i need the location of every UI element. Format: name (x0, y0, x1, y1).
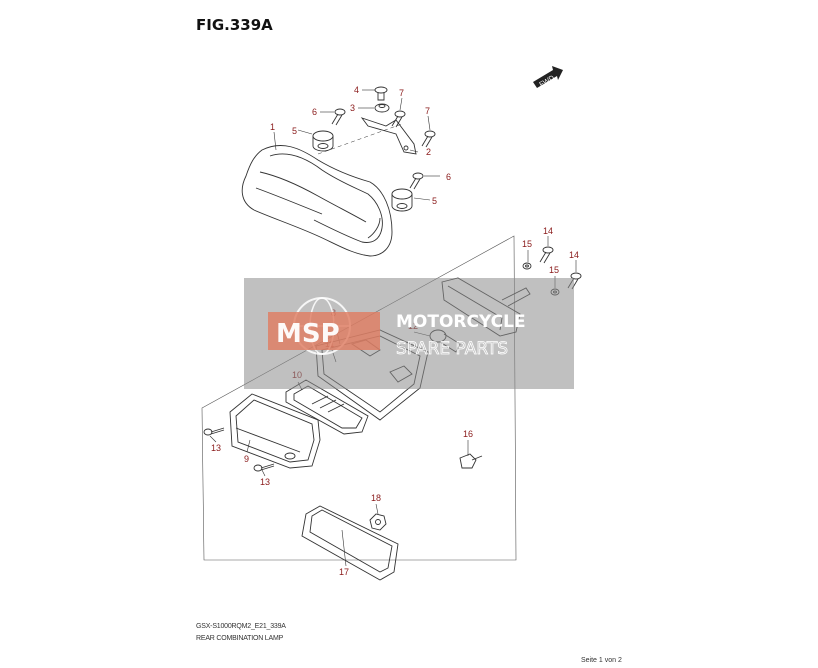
part-label-13b: 13 (260, 477, 270, 487)
part-label-17: 17 (339, 567, 349, 577)
diagram-name: REAR COMBINATION LAMP (196, 635, 284, 642)
part-label-5a: 5 (292, 126, 297, 136)
screw-6-lower (409, 172, 424, 190)
part-label-5b: 5 (432, 196, 437, 206)
part-label-16: 16 (463, 429, 473, 439)
grommet-upper (312, 130, 334, 152)
mounting-bracket (360, 117, 417, 155)
part-label-1: 1 (270, 122, 275, 132)
watermark-line2: SPARE PARTS (396, 339, 508, 359)
part-label-7b: 7 (425, 106, 430, 116)
part-label-13a: 13 (211, 443, 221, 453)
part-label-6b: 6 (446, 172, 451, 182)
screw-14-upper (539, 246, 554, 264)
screw-13-upper (203, 427, 225, 436)
fwd-direction-arrow: FWD (533, 66, 563, 89)
part-label-14a: 14 (543, 226, 553, 236)
figure-title: FIG.339A (196, 16, 273, 34)
watermark-line1: MOTORCYCLE (396, 312, 526, 332)
part-label-15a: 15 (522, 239, 532, 249)
washer-15-upper (522, 262, 532, 270)
part-label-9: 9 (244, 454, 249, 464)
fwd-label: FWD (538, 75, 555, 89)
watermark: MSP MOTORCYCLE SPARE PARTS (244, 278, 574, 389)
screw-6-upper (331, 108, 346, 126)
part-label-14b: 14 (569, 250, 579, 260)
model-code: GSX-S1000RQM2_E21_339A (196, 623, 286, 630)
part-label-3: 3 (350, 103, 355, 113)
reflector (301, 505, 399, 581)
part-label-4: 4 (354, 85, 359, 95)
nut (374, 103, 390, 113)
part-label-15b: 15 (549, 265, 559, 275)
clip-16 (459, 453, 483, 469)
nut-18 (369, 513, 387, 531)
screw-small (374, 86, 388, 101)
watermark-logo: MSP (276, 319, 340, 349)
part-label-7a: 7 (399, 88, 404, 98)
part-label-2: 2 (426, 147, 431, 157)
lamp-lens (229, 393, 321, 469)
tail-lamp-housing (241, 145, 393, 257)
screw-13-lower (253, 463, 275, 472)
grommet-lower (391, 188, 413, 212)
part-label-6a: 6 (312, 107, 317, 117)
screw-7-right (421, 130, 436, 148)
part-label-18: 18 (371, 493, 381, 503)
watermark-logo-box (268, 312, 380, 350)
screw-7-left (391, 110, 406, 128)
page-indicator: Seite 1 von 2 (581, 657, 622, 664)
